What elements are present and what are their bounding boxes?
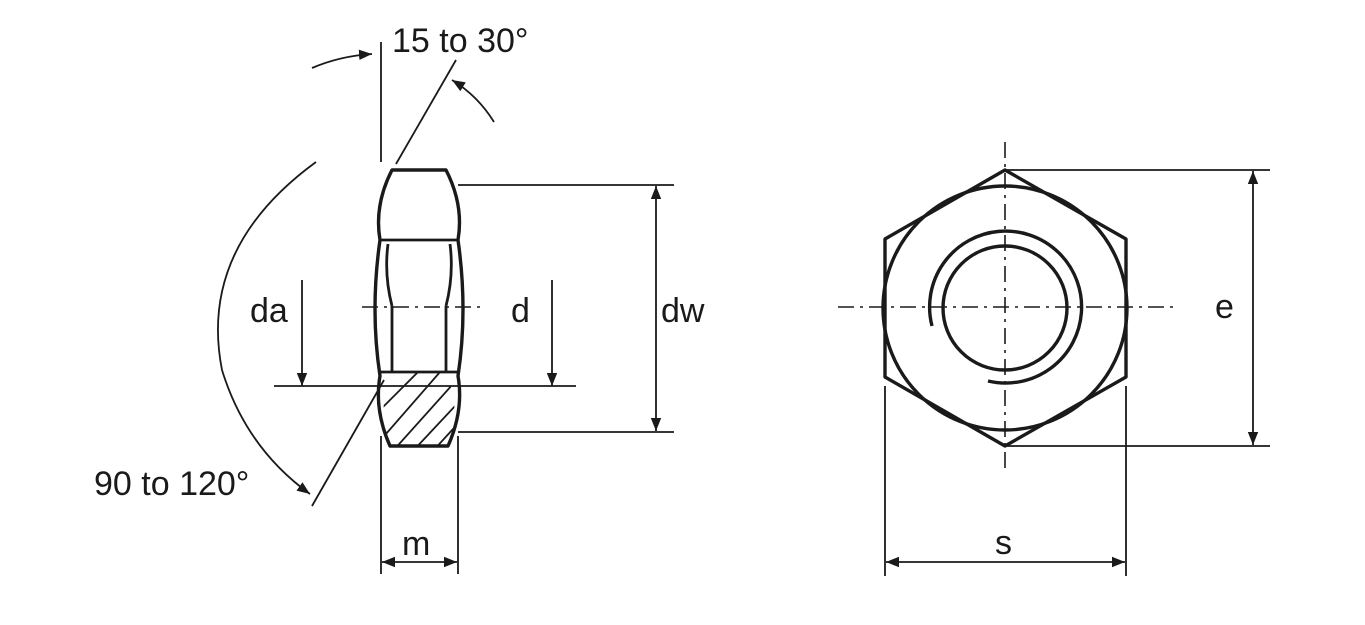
section-hatching [383,372,455,446]
s-label: s [995,524,1012,562]
front-view: e s [838,142,1270,576]
m-label: m [402,525,430,563]
dw-label: dw [661,292,705,330]
side-view-outline [373,168,465,448]
chamfer-angle-arrow-left [311,49,373,69]
countersink-angle-line [311,379,385,507]
da-label: da [250,292,288,330]
countersink-angle-label: 90 to 120° [94,465,249,503]
countersink-angle-arc [217,161,317,495]
d-label: d [511,292,530,330]
chamfer-angle-label: 15 to 30° [392,22,528,60]
side-view: 15 to 30° 90 to 120° da d dw m [94,22,705,574]
countersink-curve-right [444,243,453,307]
thread-arc [927,229,1084,385]
e-label: e [1215,288,1234,326]
countersink-curve-left [385,243,394,307]
chamfer-angle-arrow-right [451,79,495,123]
chamfer-angle-line [395,59,457,165]
